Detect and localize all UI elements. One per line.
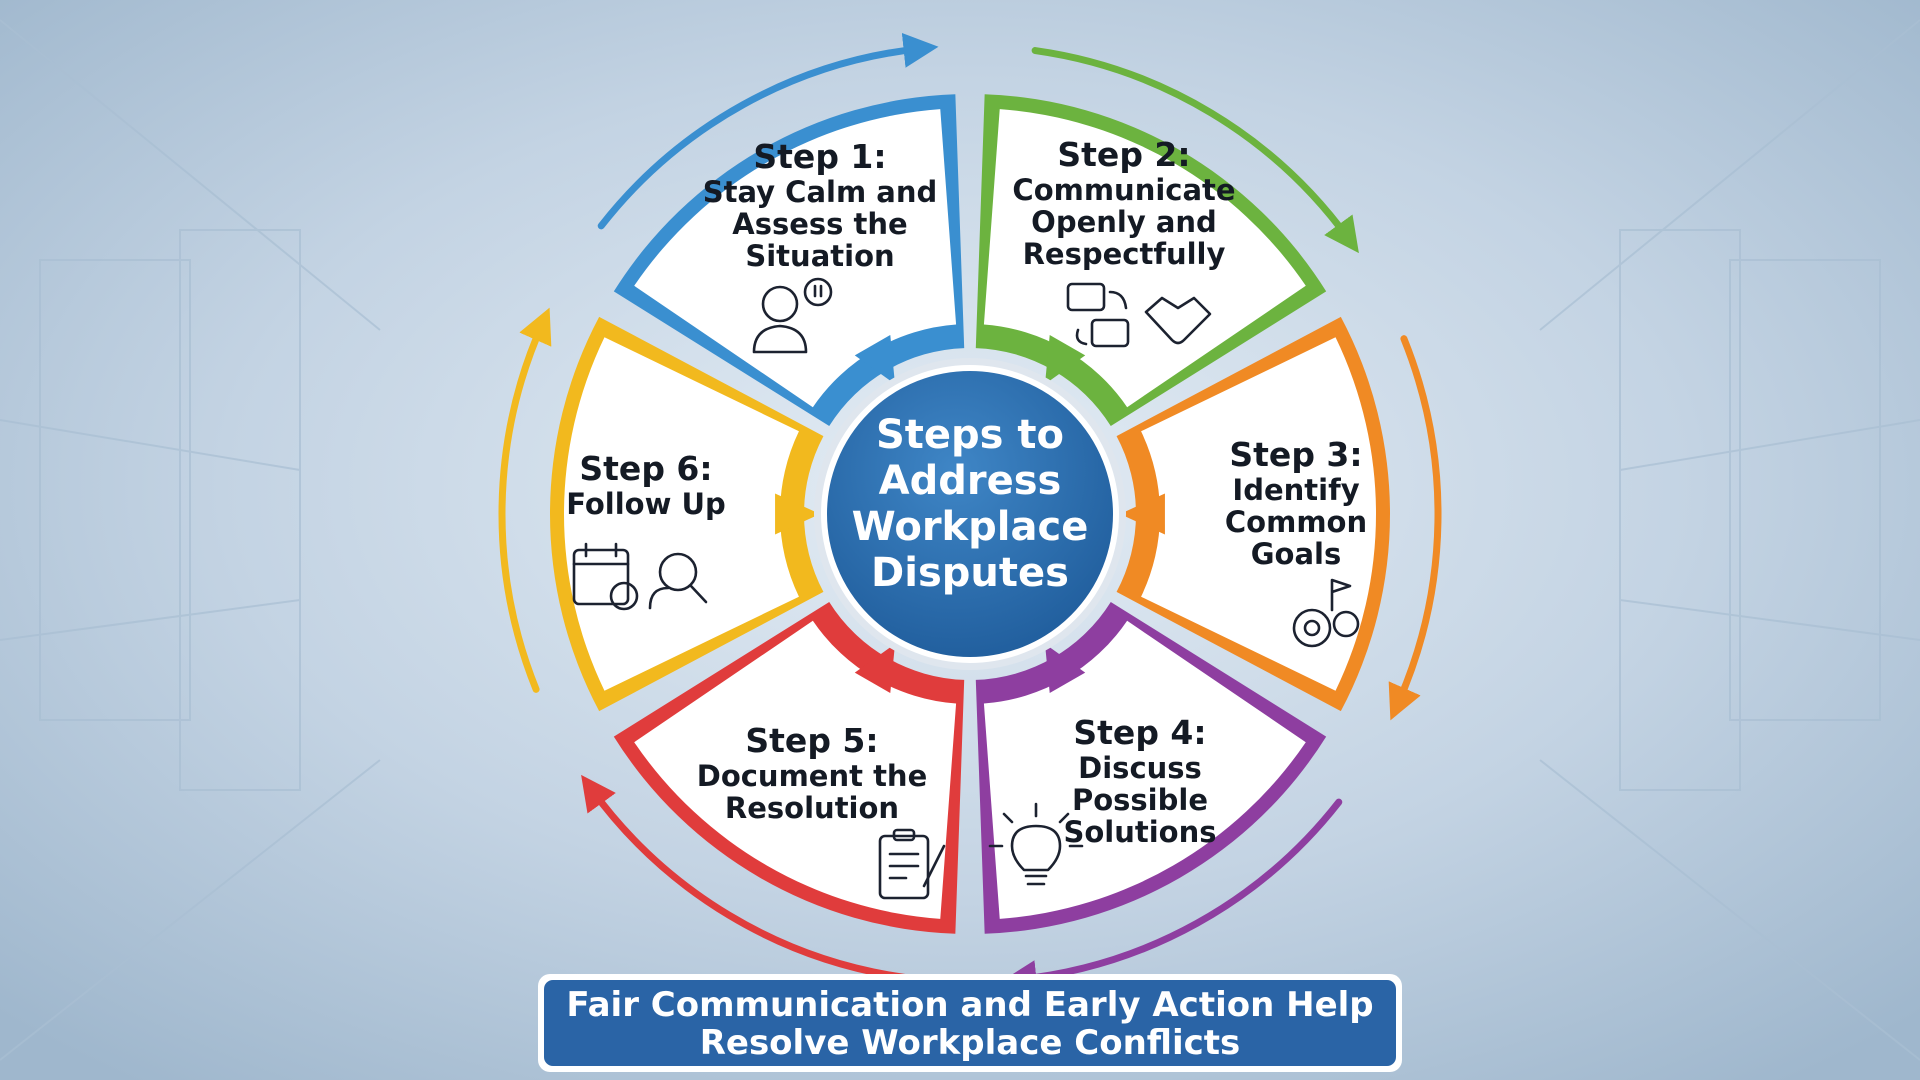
cycle-arrow-4 bbox=[1001, 798, 1343, 996]
center-circle bbox=[821, 365, 1119, 663]
step-5-connector bbox=[854, 643, 895, 694]
step-text-line: Follow Up bbox=[566, 487, 726, 521]
step-1-panel bbox=[634, 109, 957, 408]
step-text-line: Situation bbox=[745, 239, 894, 273]
person-alert-icon bbox=[752, 277, 833, 354]
center-title-line: Address bbox=[879, 458, 1062, 504]
cycle-arrow-2 bbox=[1031, 47, 1359, 254]
step-text-line: Common bbox=[1225, 505, 1367, 539]
gears-flag-icon bbox=[1292, 578, 1360, 648]
center-title-line: Workplace bbox=[852, 504, 1089, 550]
step-6-card: Step 6:Follow Up bbox=[549, 316, 824, 712]
footer-banner: Fair Communication and Early Action Help… bbox=[538, 974, 1402, 1072]
step-3-panel bbox=[1141, 337, 1376, 691]
step-title: Step 1: bbox=[753, 137, 886, 176]
step-text-line: Possible bbox=[1072, 783, 1208, 817]
cycle-arrow-5 bbox=[581, 774, 909, 981]
step-title: Step 6: bbox=[579, 449, 712, 488]
calendar-search-icon bbox=[572, 542, 708, 611]
clipboard-icon bbox=[878, 828, 946, 900]
step-text-line: Stay Calm and bbox=[703, 175, 938, 209]
step-title: Step 4: bbox=[1073, 713, 1206, 752]
cycle-arrow-6 bbox=[498, 307, 552, 693]
footer-line-2: Resolve Workplace Conflicts bbox=[700, 1023, 1241, 1063]
center-title-line: Steps to bbox=[876, 412, 1064, 458]
background-perspective-lines bbox=[0, 19, 1920, 1061]
step-title: Step 5: bbox=[745, 721, 878, 760]
step-text-line: Identify bbox=[1232, 473, 1359, 507]
step-text-line: Document the bbox=[697, 759, 928, 793]
cycle-arrows bbox=[498, 32, 1442, 996]
step-text-line: Openly and bbox=[1031, 205, 1217, 239]
step-5-panel bbox=[634, 620, 957, 919]
step-6-panel bbox=[564, 337, 799, 691]
cycle-arrow-3 bbox=[1388, 335, 1442, 721]
step-2-panel bbox=[983, 109, 1306, 408]
step-text-line: Goals bbox=[1251, 537, 1342, 571]
center-title-line: Disputes bbox=[871, 550, 1069, 596]
step-6-label: Step 6:Follow Up bbox=[566, 449, 726, 521]
step-4-panel bbox=[983, 620, 1306, 919]
step-1-connector bbox=[854, 334, 895, 385]
step-text-line: Resolution bbox=[725, 791, 899, 825]
step-text-line: Respectfully bbox=[1023, 237, 1226, 271]
chat-handshake-icon bbox=[1066, 282, 1212, 348]
step-title: Step 2: bbox=[1057, 135, 1190, 174]
step-text-line: Assess the bbox=[732, 207, 907, 241]
step-text-line: Solutions bbox=[1063, 815, 1216, 849]
step-6-connector bbox=[775, 493, 820, 535]
lightbulb-icon bbox=[988, 802, 1084, 886]
step-2-connector bbox=[1045, 334, 1086, 385]
step-3-connector bbox=[1120, 493, 1165, 535]
step-4-connector bbox=[1045, 643, 1086, 694]
step-text-line: Discuss bbox=[1078, 751, 1202, 785]
step-title: Step 3: bbox=[1229, 435, 1362, 474]
step-text-line: Communicate bbox=[1012, 173, 1235, 207]
cycle-arrow-1 bbox=[597, 32, 939, 230]
footer-line-1: Fair Communication and Early Action Help bbox=[566, 985, 1373, 1025]
